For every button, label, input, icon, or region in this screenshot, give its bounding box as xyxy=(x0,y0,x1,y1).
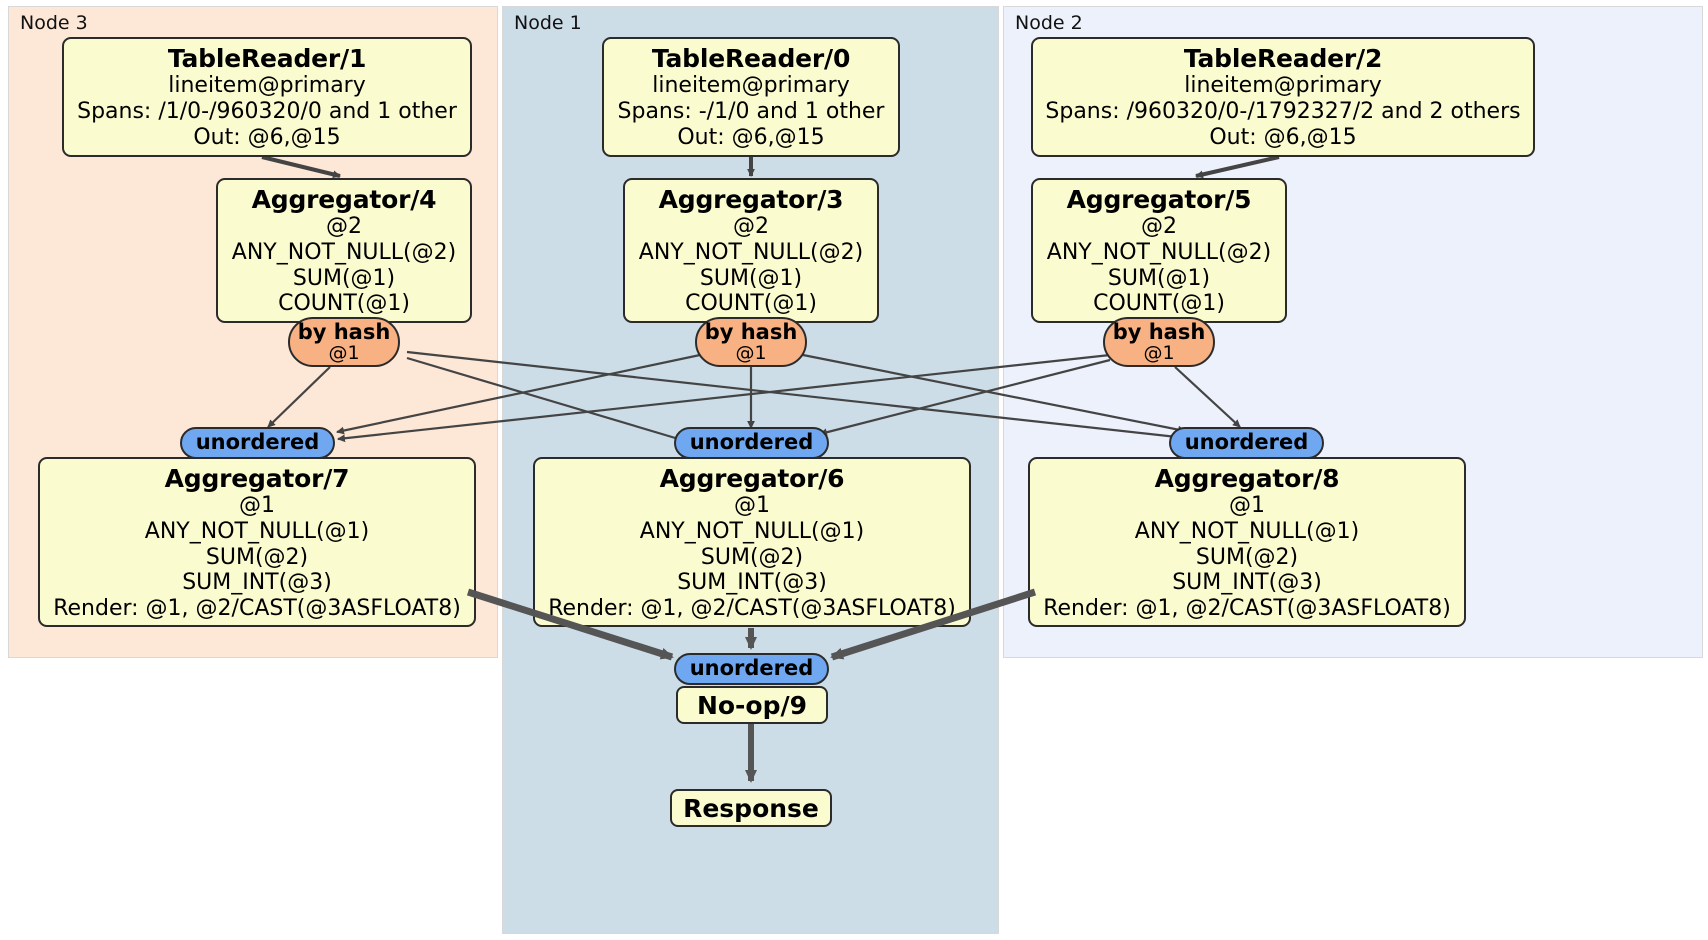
processor-detail-line: lineitem@primary xyxy=(652,73,850,99)
processor-detail-line: SUM(@2) xyxy=(205,544,309,570)
processor-detail-line: Out: @6,@15 xyxy=(193,124,341,150)
node-label-node2: Node 2 xyxy=(1015,12,1083,34)
processor-detail-line: ANY_NOT_NULL(@1) xyxy=(144,518,370,544)
processor-aggregator-3[interactable]: Aggregator/3 @2 ANY_NOT_NULL(@2) SUM(@1)… xyxy=(623,178,879,323)
processor-detail-line: Spans: /1/0-/960320/0 and 1 other xyxy=(77,98,457,124)
processor-detail-line: ANY_NOT_NULL(@1) xyxy=(1134,518,1360,544)
hash-router-column: @1 xyxy=(1143,342,1175,365)
processor-aggregator-4[interactable]: Aggregator/4 @2 ANY_NOT_NULL(@2) SUM(@1)… xyxy=(216,178,472,323)
processor-detail-line: @2 xyxy=(733,214,769,240)
processor-detail-line: ANY_NOT_NULL(@1) xyxy=(639,518,865,544)
synchronizer-unordered-center[interactable]: unordered xyxy=(674,427,829,459)
processor-title: Aggregator/5 xyxy=(1066,185,1252,214)
hash-router-center[interactable]: by hash @1 xyxy=(695,317,807,367)
synchronizer-unordered-final[interactable]: unordered xyxy=(674,653,829,685)
processor-detail-line: SUM(@1) xyxy=(1107,265,1211,291)
hash-router-column: @1 xyxy=(735,342,767,365)
processor-title: No-op/9 xyxy=(696,690,808,720)
processor-response[interactable]: Response xyxy=(670,789,832,827)
processor-title: TableReader/0 xyxy=(651,44,851,73)
processor-detail-line: COUNT(@1) xyxy=(1093,291,1225,317)
processor-aggregator-7[interactable]: Aggregator/7 @1 ANY_NOT_NULL(@1) SUM(@2)… xyxy=(38,457,476,627)
processor-title: TableReader/2 xyxy=(1183,44,1383,73)
processor-table-reader-2[interactable]: TableReader/2 lineitem@primary Spans: /9… xyxy=(1031,37,1535,157)
processor-aggregator-5[interactable]: Aggregator/5 @2 ANY_NOT_NULL(@2) SUM(@1)… xyxy=(1031,178,1287,323)
processor-detail-line: lineitem@primary xyxy=(168,73,366,99)
hash-router-left[interactable]: by hash @1 xyxy=(288,317,400,367)
synchronizer-unordered-left[interactable]: unordered xyxy=(180,427,335,459)
processor-detail-line: ANY_NOT_NULL(@2) xyxy=(638,239,864,265)
processor-title: Aggregator/3 xyxy=(658,185,844,214)
processor-detail-line: SUM(@1) xyxy=(292,265,396,291)
processor-detail-line: @2 xyxy=(326,214,362,240)
synchronizer-label: unordered xyxy=(689,430,814,455)
processor-detail-line: ANY_NOT_NULL(@2) xyxy=(1046,239,1272,265)
processor-detail-line: @2 xyxy=(1141,214,1177,240)
processor-aggregator-8[interactable]: Aggregator/8 @1 ANY_NOT_NULL(@1) SUM(@2)… xyxy=(1028,457,1466,627)
processor-detail-line: SUM_INT(@3) xyxy=(182,570,332,596)
processor-aggregator-6[interactable]: Aggregator/6 @1 ANY_NOT_NULL(@1) SUM(@2)… xyxy=(533,457,971,627)
processor-detail-line: SUM(@1) xyxy=(699,265,803,291)
node-label-node1: Node 1 xyxy=(514,12,582,34)
processor-table-reader-0[interactable]: TableReader/0 lineitem@primary Spans: -/… xyxy=(602,37,900,157)
processor-detail-line: Spans: -/1/0 and 1 other xyxy=(617,98,885,124)
processor-detail-line: SUM(@2) xyxy=(700,544,804,570)
synchronizer-label: unordered xyxy=(1184,430,1309,455)
synchronizer-label: unordered xyxy=(689,656,814,681)
processor-detail-line: Render: @1, @2/CAST(@3ASFLOAT8) xyxy=(1043,596,1451,622)
processor-detail-line: @1 xyxy=(734,493,770,519)
processor-detail-line: Out: @6,@15 xyxy=(1209,124,1357,150)
hash-router-column: @1 xyxy=(328,342,360,365)
processor-title: Response xyxy=(683,793,819,823)
synchronizer-label: unordered xyxy=(195,430,320,455)
processor-detail-line: Render: @1, @2/CAST(@3ASFLOAT8) xyxy=(548,596,956,622)
processor-detail-line: Out: @6,@15 xyxy=(677,124,825,150)
hash-router-label: by hash xyxy=(704,320,798,344)
processor-noop-9[interactable]: No-op/9 xyxy=(676,686,828,724)
processor-detail-line: @1 xyxy=(239,493,275,519)
processor-detail-line: Spans: /960320/0-/1792327/2 and 2 others xyxy=(1045,98,1521,124)
node-label-node3: Node 3 xyxy=(20,12,88,34)
hash-router-right[interactable]: by hash @1 xyxy=(1103,317,1215,367)
processor-detail-line: SUM_INT(@3) xyxy=(1172,570,1322,596)
processor-detail-line: ANY_NOT_NULL(@2) xyxy=(231,239,457,265)
processor-title: Aggregator/4 xyxy=(251,185,437,214)
processor-detail-line: SUM(@2) xyxy=(1195,544,1299,570)
synchronizer-unordered-right[interactable]: unordered xyxy=(1169,427,1324,459)
processor-title: TableReader/1 xyxy=(167,44,367,73)
processor-detail-line: Render: @1, @2/CAST(@3ASFLOAT8) xyxy=(53,596,461,622)
processor-title: Aggregator/8 xyxy=(1154,464,1340,493)
processor-table-reader-1[interactable]: TableReader/1 lineitem@primary Spans: /1… xyxy=(62,37,472,157)
hash-router-label: by hash xyxy=(297,320,391,344)
hash-router-label: by hash xyxy=(1112,320,1206,344)
processor-detail-line: lineitem@primary xyxy=(1184,73,1382,99)
processor-detail-line: COUNT(@1) xyxy=(278,291,410,317)
processor-title: Aggregator/7 xyxy=(164,464,350,493)
processor-detail-line: COUNT(@1) xyxy=(685,291,817,317)
processor-detail-line: @1 xyxy=(1229,493,1265,519)
processor-title: Aggregator/6 xyxy=(659,464,845,493)
processor-detail-line: SUM_INT(@3) xyxy=(677,570,827,596)
